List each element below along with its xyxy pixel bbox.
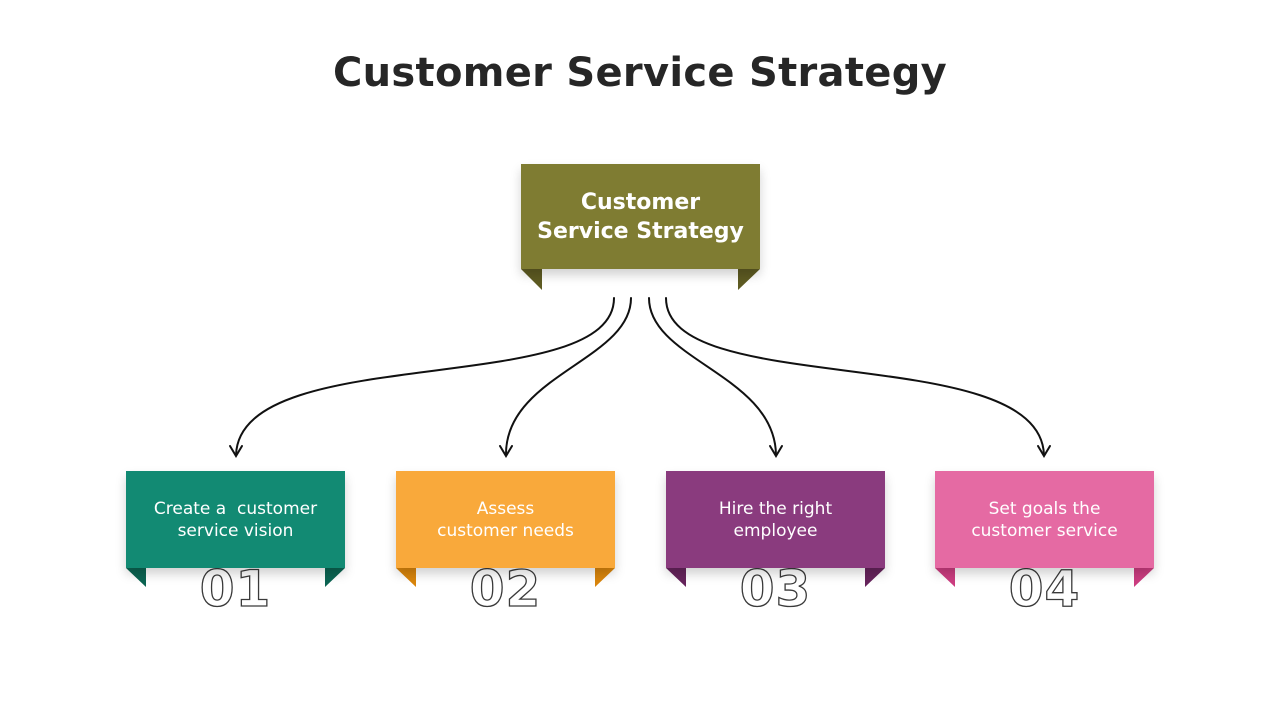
item-1-fold-left (126, 568, 146, 587)
item-3-fold-right (865, 568, 885, 587)
page-title: Customer Service Strategy (332, 50, 948, 96)
item-4-line-2: customer service (971, 520, 1118, 541)
item-3-line-2: employee (733, 520, 818, 541)
item-2-number: 02 (469, 559, 542, 618)
item-1-number: 01 (199, 559, 272, 618)
item-4-fold-right (1134, 568, 1154, 587)
item-1-fold-right (325, 568, 345, 587)
arrow-to-item-2 (504, 297, 632, 456)
item-2-fold-left (396, 568, 416, 587)
center-box-line-2: Service Strategy (537, 218, 744, 244)
center-box-fold-left (521, 269, 542, 290)
item-2-fold-right (595, 568, 615, 587)
item-1-line-2: service vision (177, 520, 294, 541)
arrowhead-2 (499, 445, 513, 458)
arrow-to-item-4 (665, 297, 1045, 456)
item-2-line-2: customer needs (437, 520, 574, 541)
arrowhead-3 (769, 445, 783, 458)
arrowhead-1 (229, 445, 243, 458)
center-box: Customer Service Strategy (521, 164, 760, 269)
item-4-number: 04 (1008, 559, 1081, 618)
item-3-fold-left (666, 568, 686, 587)
item-3-number: 03 (739, 559, 812, 618)
arrow-to-item-3 (648, 297, 777, 456)
center-box-fold-right (738, 269, 760, 290)
item-3-line-1: Hire the right (718, 498, 833, 519)
item-1-line-1: Create a customer (153, 498, 318, 519)
arrowhead-4 (1037, 445, 1051, 458)
item-4-fold-left (935, 568, 955, 587)
center-box-line-1: Customer (580, 189, 701, 215)
item-2-line-1: Assess (476, 498, 535, 519)
arrow-to-item-1 (235, 297, 615, 456)
item-4-line-1: Set goals the (988, 498, 1101, 519)
